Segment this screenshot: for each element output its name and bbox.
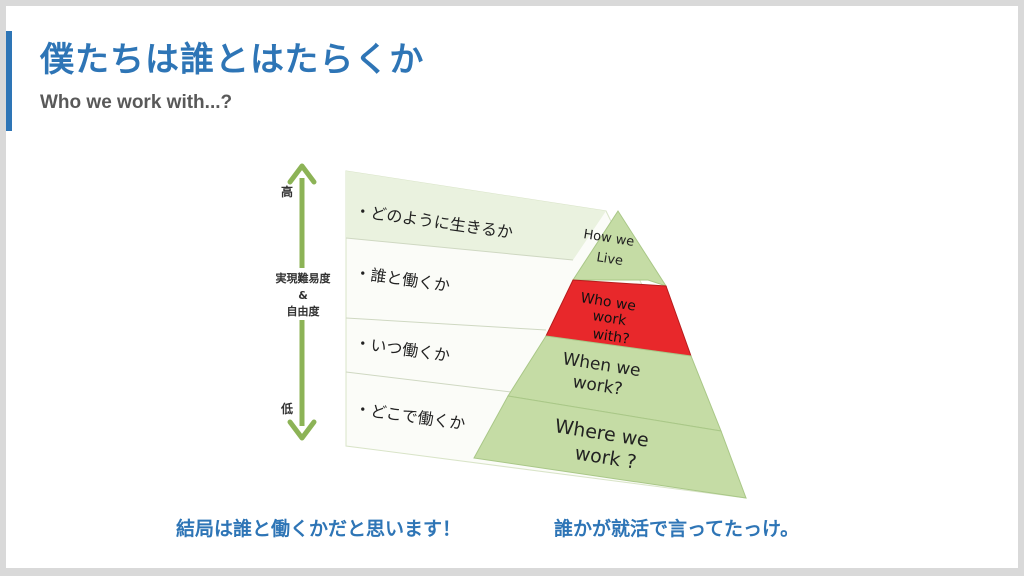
row-divider xyxy=(345,371,512,393)
pyramid-diagram: 高 低 実現難易度 & 自由度 ・どのように生きるか ・誰と働くか ・いつ働くか… xyxy=(268,163,747,499)
title-accent-bar xyxy=(6,31,12,131)
slide: 僕たちは誰とはたらくか Who we work with...? 高 低 実現難… xyxy=(6,6,1018,568)
axis-low-label: 低 xyxy=(280,401,293,416)
tier-label: Live xyxy=(595,250,624,269)
row-band-top xyxy=(346,171,606,260)
axis-label-backdrop xyxy=(268,268,338,320)
tier-label: with? xyxy=(591,326,630,348)
caption-right: 誰かが就活で言ってたっけ。 xyxy=(554,518,800,540)
axis-center-line2: & xyxy=(298,289,308,302)
tier-how-we-live xyxy=(572,210,668,287)
tier-label: work xyxy=(591,308,628,329)
row-divider xyxy=(345,317,547,331)
caption-left: 結局は誰と働くかだと思います！ xyxy=(176,518,462,540)
slide-title: 僕たちは誰とはたらくか xyxy=(40,40,425,80)
slide-subtitle: Who we work with...? xyxy=(40,92,233,113)
axis-high-label: 高 xyxy=(281,184,293,199)
row-divider xyxy=(345,237,574,261)
axis-center-line1: 実現難易度 xyxy=(276,271,332,285)
axis-center-line3: 自由度 xyxy=(287,304,321,318)
tier-where-we-work xyxy=(473,395,747,499)
